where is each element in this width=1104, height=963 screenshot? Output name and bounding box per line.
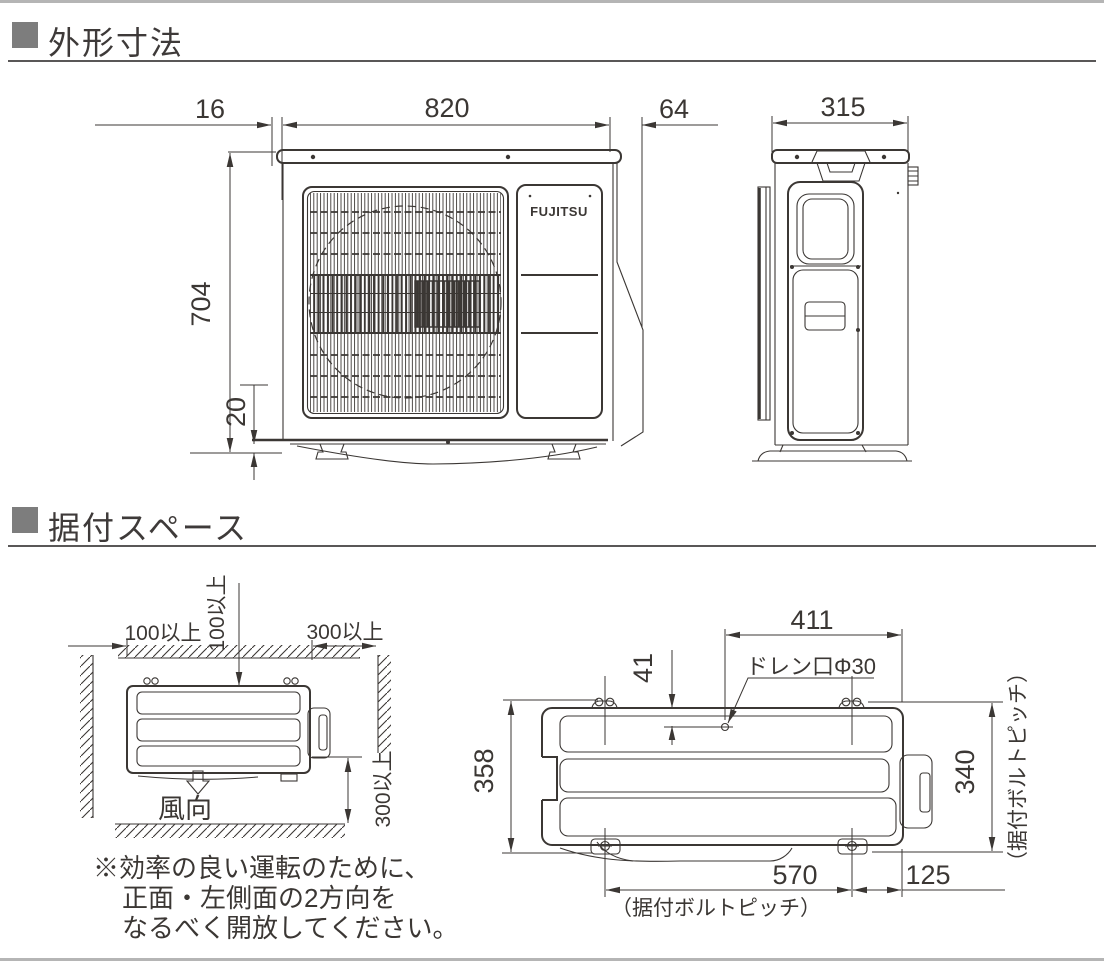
dim-570-label: 570 xyxy=(772,860,817,890)
note-line: なるべく開放してください。 xyxy=(122,913,459,943)
pitch-bottom-label: （据付ボルトピッチ） xyxy=(611,897,821,920)
fujitsu-logo: FUJITSU xyxy=(530,204,588,219)
wind-label: 風向 xyxy=(158,794,212,824)
ground-hatch xyxy=(115,824,345,838)
right-wall-hatch xyxy=(378,655,391,753)
section-rule xyxy=(8,545,1096,547)
section-bullet-icon xyxy=(12,22,38,48)
note-line: ※効率の良い運転のために、 xyxy=(93,853,431,883)
dim-704-label: 704 xyxy=(186,281,216,326)
service-panel: FUJITSU xyxy=(516,184,603,419)
left-wall-hatch xyxy=(80,655,93,818)
install-space-front: 100以上 100以上 300以上 300以上 風向 xyxy=(68,574,395,838)
fan-grille xyxy=(302,186,509,419)
side-foot xyxy=(752,444,912,462)
unit-top-cap xyxy=(276,149,622,164)
dim-300min-bottom-label: 300以上 xyxy=(372,750,395,827)
dim-100min-left-label: 100以上 xyxy=(124,622,201,645)
bottom-border xyxy=(0,958,1104,961)
grille-edge-strip xyxy=(757,186,771,421)
dim-16-label: 16 xyxy=(195,94,225,124)
handle-recess xyxy=(816,162,866,182)
fan-circle xyxy=(308,205,502,399)
install-space-bolt-pitch: 411 41 ドレン口Φ30 358 340 （据付ボルトピッチ） 570 （据… xyxy=(469,605,1030,920)
base-and-feet xyxy=(252,438,608,465)
dim-315-label: 315 xyxy=(820,92,865,122)
top-border xyxy=(0,0,1104,3)
side-view: 315 xyxy=(752,92,919,462)
unit-top-view-large xyxy=(541,676,933,897)
fan-hub xyxy=(414,280,481,328)
dim-64-label: 64 xyxy=(659,94,689,124)
section-title: 据付スペース xyxy=(48,510,249,546)
section-title: 外形寸法 xyxy=(48,25,185,61)
section-rule xyxy=(8,60,1096,62)
front-view: 16 820 64 704 20 xyxy=(95,93,718,480)
dim-125-label: 125 xyxy=(905,860,950,890)
dim-41-label: 41 xyxy=(628,653,658,683)
pitch-right-label: （据付ボルトピッチ） xyxy=(1007,662,1030,872)
dim-100min-top-label: 100以上 xyxy=(206,574,229,651)
wind-arrow-icon xyxy=(185,770,211,795)
section-bullet-icon xyxy=(12,507,38,533)
dim-340-label: 340 xyxy=(950,749,980,794)
efficiency-note: ※効率の良い運転のために、 正面・左側面の2方向を なるべく開放してください。 xyxy=(93,853,458,943)
dim-820-label: 820 xyxy=(424,93,469,123)
drain-label: ドレン口Φ30 xyxy=(746,654,876,679)
dim-20-label: 20 xyxy=(221,397,251,427)
note-line: 正面・左側面の2方向を xyxy=(122,883,397,913)
side-panel-details xyxy=(787,181,864,441)
dim-300min-top-label: 300以上 xyxy=(306,621,383,644)
unit-top-view-small xyxy=(126,677,331,782)
side-top-cap xyxy=(771,149,910,164)
handle-top xyxy=(811,150,871,163)
dim-358-label: 358 xyxy=(469,748,499,793)
dim-411-label: 411 xyxy=(790,605,833,635)
valve-ribs xyxy=(896,166,919,195)
